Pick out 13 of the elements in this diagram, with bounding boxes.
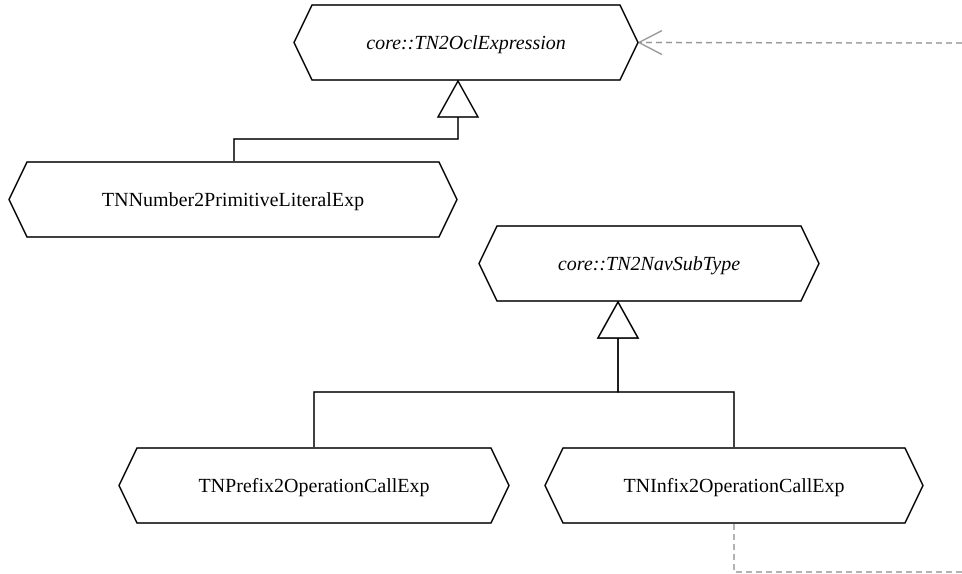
class-name: TNPrefix2OperationCallExp — [198, 474, 430, 498]
hexagon-class-box — [293, 4, 639, 81]
hexagon-class-box — [544, 447, 924, 524]
dependency-arrow — [638, 30, 962, 56]
generalization-arrow — [597, 301, 735, 447]
generalization-arrow — [233, 80, 479, 161]
class-name: TNNumber2PrimitiveLiteralExp — [102, 188, 364, 212]
hexagon-class-box — [118, 447, 510, 524]
hexagon-class-box — [478, 225, 820, 302]
class-name: core::TN2NavSubType — [558, 252, 740, 276]
class-name: core::TN2OclExpression — [366, 30, 566, 56]
class-name: TNInfix2OperationCallExp — [623, 474, 845, 498]
hexagon-class-box — [8, 161, 458, 238]
